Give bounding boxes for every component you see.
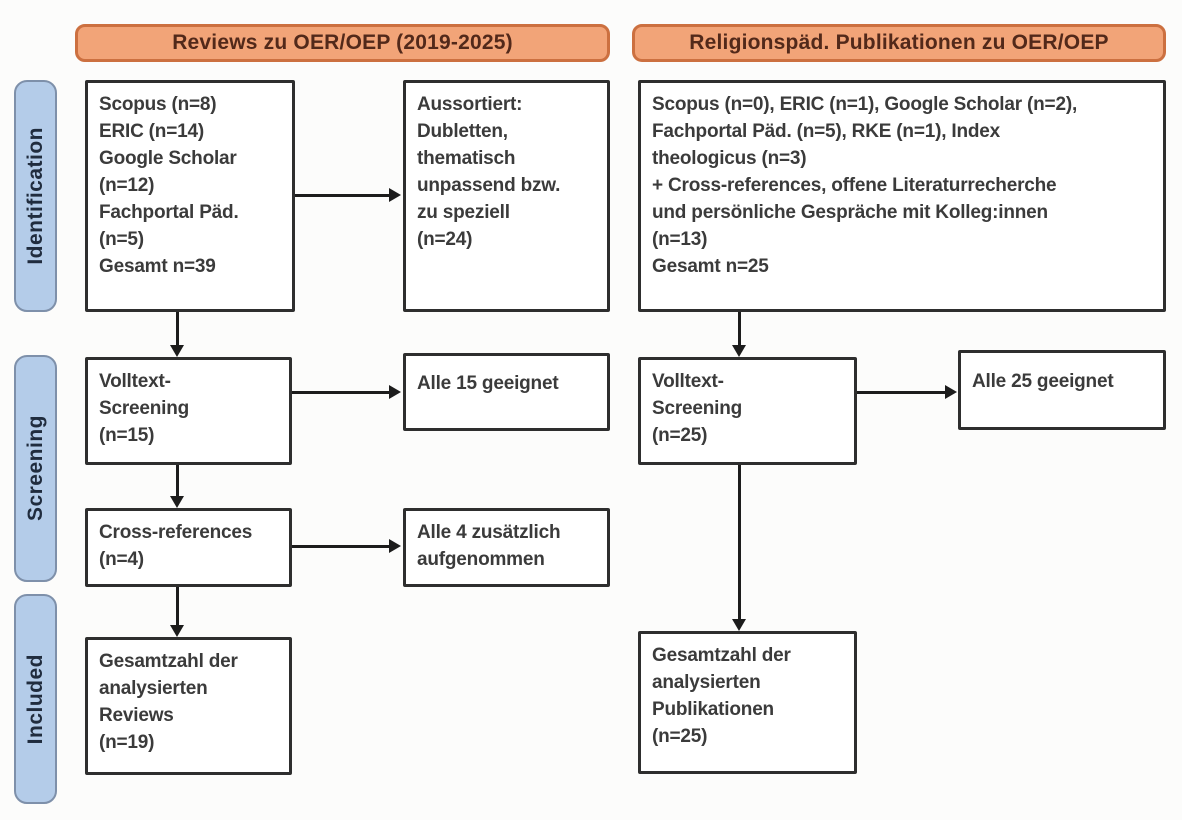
arrow-line (176, 312, 179, 346)
text-line: (n=25) (652, 424, 708, 446)
text-line: Dubletten, (417, 120, 508, 142)
text-line: Gesamt n=25 (652, 255, 769, 277)
stage-label-identification: Identification (14, 80, 57, 312)
text-line: Volltext- (99, 371, 171, 392)
text-line: (n=15) (99, 424, 155, 446)
box-right-sources: Scopus (n=0), ERIC (n=1), Google Scholar… (638, 80, 1166, 312)
stage-label-included: Included (14, 594, 57, 804)
text-line: analysierten (652, 671, 761, 693)
text-line: (n=19) (99, 731, 155, 753)
text-line: und persönliche Gespräche mit Kolleg:inn… (652, 201, 1048, 223)
text-line: Scopus (n=8) (99, 94, 217, 115)
arrow-line (292, 391, 390, 394)
arrow-line (857, 391, 946, 394)
text-line: unpassend bzw. (417, 174, 561, 196)
arrow-line (295, 194, 390, 197)
stage-label-screening-text: Screening (23, 415, 47, 522)
text-line: Alle 15 geeignet (417, 373, 559, 394)
arrow-line (738, 312, 741, 346)
arrow-head (389, 188, 401, 202)
stage-label-identification-text: Identification (23, 127, 47, 265)
text-line: (n=12) (99, 174, 155, 196)
text-line: (n=13) (652, 228, 708, 250)
text-line: Aussortiert: (417, 94, 523, 115)
text-line: (n=4) (99, 548, 144, 570)
stage-label-screening: Screening (14, 355, 57, 582)
arrow-line (176, 465, 179, 497)
arrow-head (732, 619, 746, 631)
text-line: Scopus (n=0), ERIC (n=1), Google Scholar… (652, 94, 1078, 115)
box-left-sources: Scopus (n=8) ERIC (n=14) Google Scholar (n=… (85, 80, 295, 312)
text-line: thematisch (417, 147, 516, 169)
text-line: Reviews (99, 704, 174, 726)
stage-label-included-text: Included (23, 653, 47, 745)
arrow-head (170, 345, 184, 357)
arrow-line (176, 587, 179, 626)
box-right-fulltext-result: Alle 25 geeignet (958, 350, 1166, 430)
text-line: Alle 4 zusätzlich (417, 522, 561, 543)
text-line: theologicus (n=3) (652, 147, 807, 169)
text-line: Alle 25 geeignet (972, 371, 1114, 392)
arrow-head (170, 496, 184, 508)
box-left-cross-references-result: Alle 4 zusätzlich aufgenommen (403, 508, 610, 587)
arrow-head (389, 539, 401, 553)
box-left-fulltext-result: Alle 15 geeignet (403, 353, 610, 431)
text-line: (n=25) (652, 725, 708, 747)
text-line: Gesamtzahl der (652, 645, 791, 666)
box-left-excluded: Aussortiert: Dubletten, thematisch unpassen… (403, 80, 610, 312)
arrow-head (389, 385, 401, 399)
text-line: Screening (99, 397, 190, 419)
text-line: + Cross-references, offene Literaturrech… (652, 174, 1057, 196)
text-line: Fachportal Päd. (n=5), RKE (n=1), Index (652, 120, 1000, 142)
text-line: Gesamtzahl der (99, 651, 238, 672)
arrow-head (945, 385, 957, 399)
text-line: aufgenommen (417, 548, 545, 570)
arrow-head (170, 625, 184, 637)
text-line: ERIC (n=14) (99, 120, 204, 142)
column-header-religionspaed: Religionspäd. Publikationen zu OER/OEP (632, 24, 1166, 62)
text-line: Cross-references (99, 522, 253, 543)
text-line: (n=24) (417, 228, 473, 250)
text-line: Gesamt n=39 (99, 255, 216, 277)
arrow-line (738, 465, 741, 620)
text-line: (n=5) (99, 228, 144, 250)
text-line: Fachportal Päd. (99, 201, 239, 223)
box-left-fulltext-screening: Volltext- Screening (n=15) (85, 357, 292, 465)
column-header-reviews: Reviews zu OER/OEP (2019-2025) (75, 24, 610, 62)
box-left-cross-references: Cross-references (n=4) (85, 508, 292, 587)
text-line: Volltext- (652, 371, 724, 392)
text-line: analysierten (99, 677, 208, 699)
box-right-fulltext-screening: Volltext- Screening (n=25) (638, 357, 857, 465)
text-line: Publikationen (652, 698, 774, 720)
text-line: zu speziell (417, 201, 510, 223)
text-line: Screening (652, 397, 743, 419)
text-line: Google Scholar (99, 147, 237, 169)
arrow-line (292, 545, 390, 548)
arrow-head (732, 345, 746, 357)
